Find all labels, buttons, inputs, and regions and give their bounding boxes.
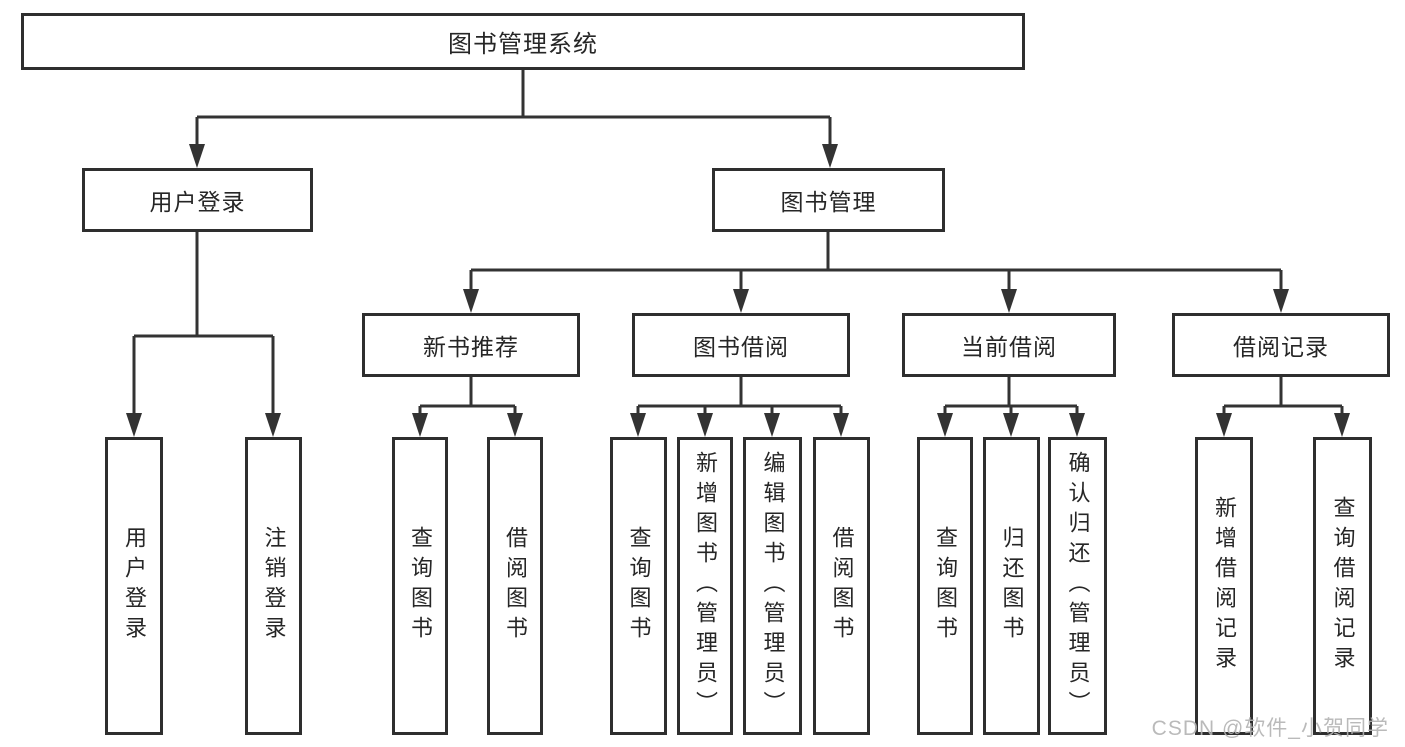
node-label: 编辑图书（管理员） [760,451,786,721]
node-logout-leaf: 注销登录 [245,437,302,735]
node-label: 查询图书 [408,526,433,646]
node-label: 新增图书（管理员） [693,451,718,721]
node-label: 图书管理系统 [448,31,598,58]
node-label: 图书管理 [780,189,877,215]
node-label: 注销登录 [261,526,287,646]
node-current-query-books: 查询图书 [917,437,973,735]
node-label: 用户登录 [149,189,246,215]
node-label: 借阅图书 [503,526,528,646]
node-label: 借阅图书 [829,526,855,646]
node-label: 当前借阅 [961,334,1057,360]
node-borrowing-add-books-admin: 新增图书（管理员） [677,437,733,735]
node-label: 借阅记录 [1233,334,1329,360]
node-login-leaf: 用户登录 [105,437,163,735]
node-newbook-query-books: 查询图书 [392,437,448,735]
node-newbook-borrow-books: 借阅图书 [487,437,543,735]
node-borrow-records: 借阅记录 [1172,313,1390,377]
node-label: 图书借阅 [693,334,789,360]
node-label: 查询借阅记录 [1330,496,1356,676]
node-borrowing-edit-books-admin: 编辑图书（管理员） [743,437,802,735]
node-current-return-books: 归还图书 [983,437,1040,735]
node-label: 用户登录 [122,526,147,646]
node-label: 查询图书 [626,526,652,646]
node-current-borrowing: 当前借阅 [902,313,1116,377]
node-new-book-recommend: 新书推荐 [362,313,580,377]
node-root: 图书管理系统 [21,13,1025,70]
node-borrowing-query-books: 查询图书 [610,437,667,735]
node-label: 查询图书 [933,526,958,646]
node-label: 归还图书 [999,526,1025,646]
node-book-management: 图书管理 [712,168,945,232]
node-label: 新书推荐 [423,334,519,360]
node-records-query-record: 查询借阅记录 [1313,437,1372,735]
watermark: CSDN @软件_小贺同学 [1151,717,1389,740]
node-book-borrowing: 图书借阅 [632,313,850,377]
node-user-login: 用户登录 [82,168,313,232]
node-current-confirm-return-admin: 确认归还（管理员） [1048,437,1107,735]
node-label: 确认归还（管理员） [1065,451,1091,721]
node-records-add-record: 新增借阅记录 [1195,437,1253,735]
node-borrowing-borrow-books: 借阅图书 [813,437,870,735]
node-label: 新增借阅记录 [1212,496,1237,676]
